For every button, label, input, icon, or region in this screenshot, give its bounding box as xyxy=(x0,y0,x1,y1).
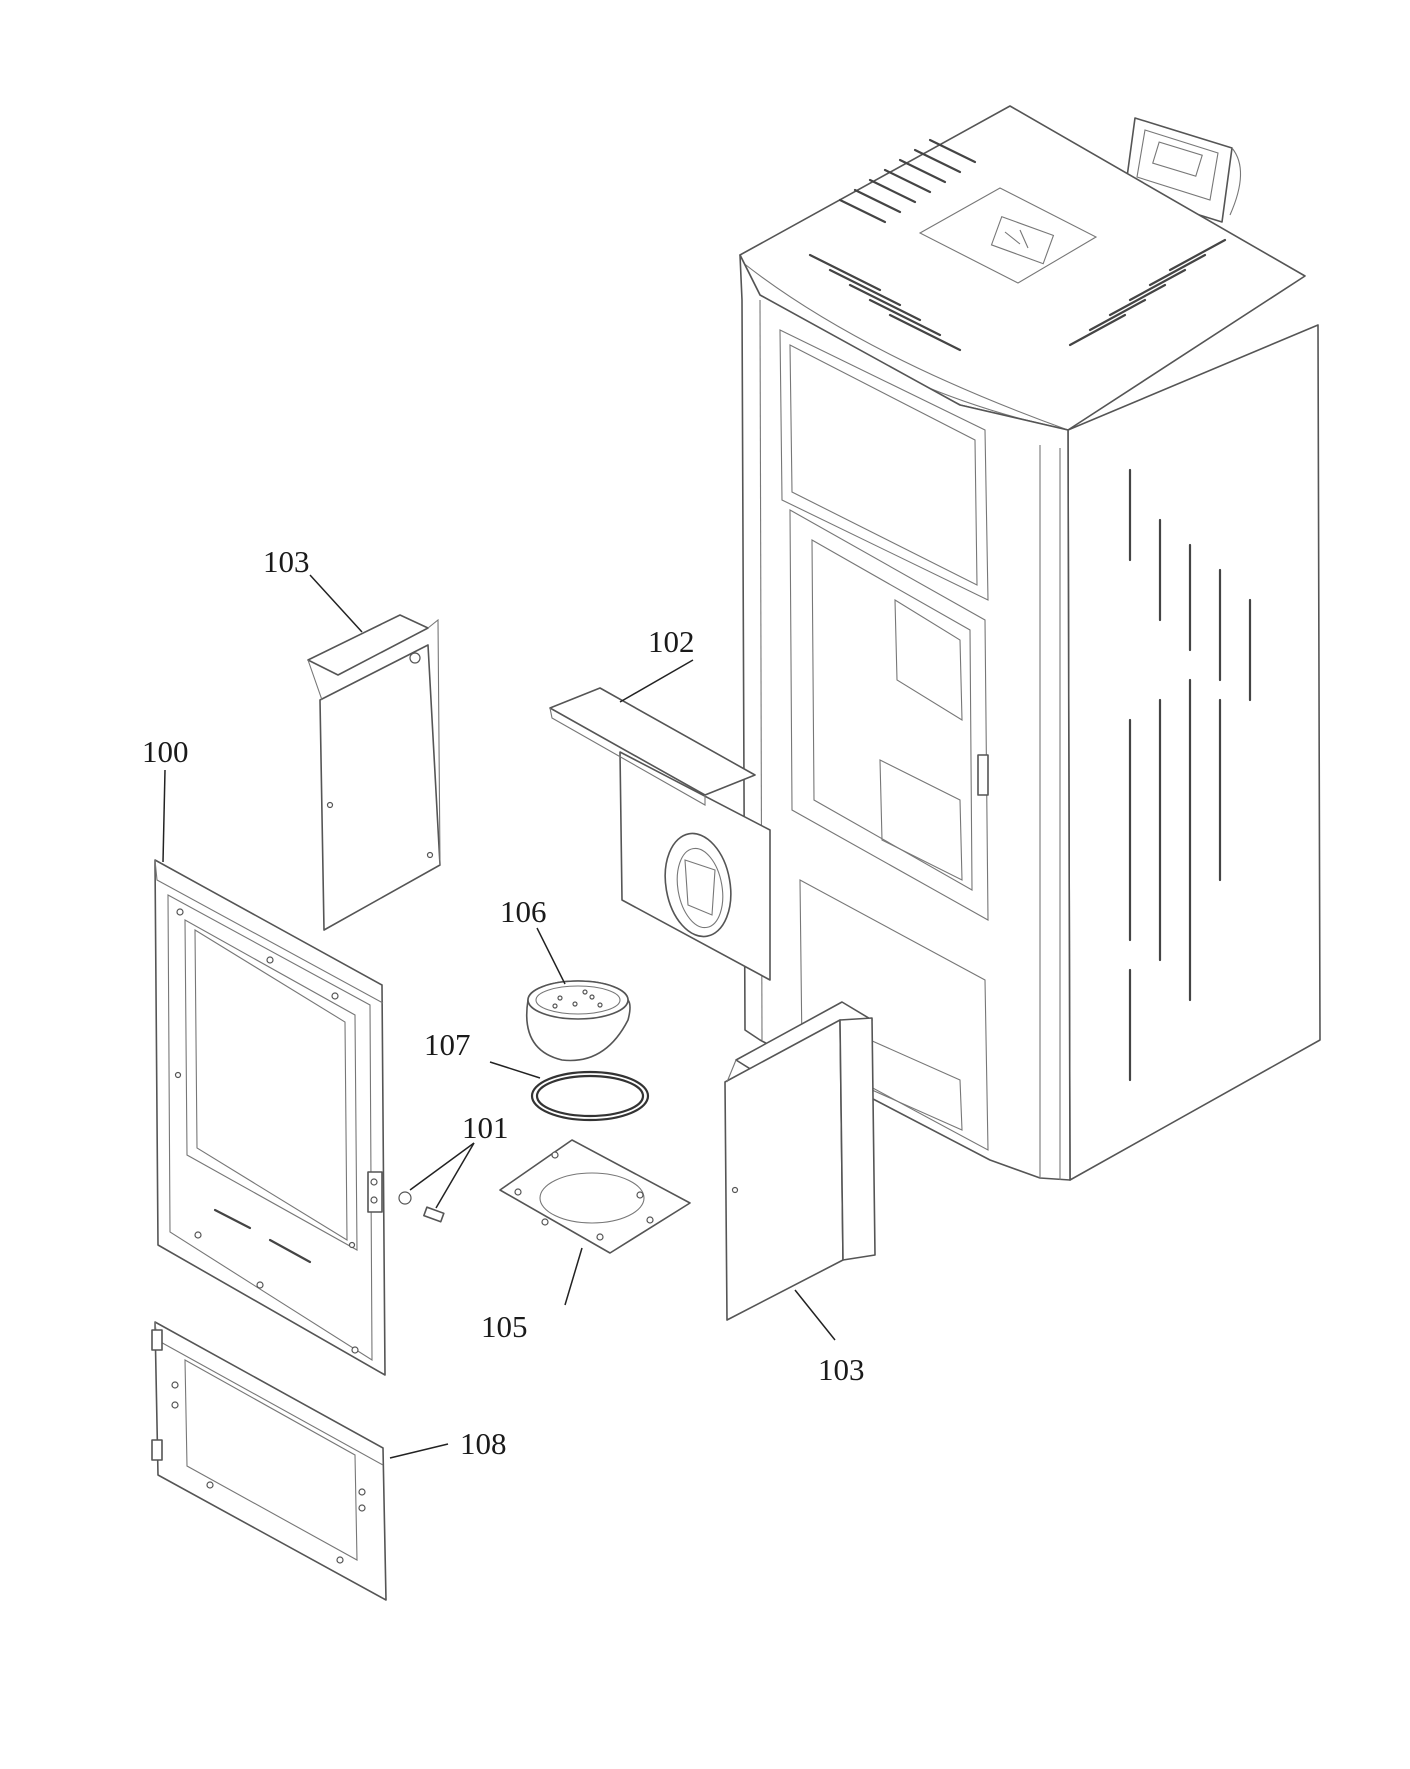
top-cover-panel xyxy=(307,614,441,931)
top-plate xyxy=(549,687,771,981)
door-frame xyxy=(154,859,386,1376)
flue-plate xyxy=(499,1139,691,1254)
side-cover-panel xyxy=(724,1001,876,1321)
callout-106: 106 xyxy=(500,894,547,929)
gasket-ring xyxy=(530,1070,650,1122)
callout-103-top: 103 xyxy=(263,544,310,579)
stove-body xyxy=(739,105,1321,1181)
stove-side-panel xyxy=(1067,324,1321,1181)
callout-105: 105 xyxy=(481,1309,528,1344)
flue-collar xyxy=(526,980,631,1062)
callout-103-side: 103 xyxy=(818,1352,865,1387)
callout-108: 108 xyxy=(460,1426,507,1461)
callout-100: 100 xyxy=(142,734,189,769)
leader-lines xyxy=(162,574,836,1459)
side-vent-slots xyxy=(1128,468,1252,1082)
callout-101: 101 xyxy=(462,1110,509,1145)
callout-107: 107 xyxy=(424,1027,471,1062)
callout-labels: 103 102 100 106 107 101 105 103 108 xyxy=(142,544,865,1461)
screws xyxy=(398,1191,445,1223)
lower-frame xyxy=(151,1321,387,1601)
callout-102: 102 xyxy=(648,624,695,659)
lid-vent-slots xyxy=(808,138,1227,352)
